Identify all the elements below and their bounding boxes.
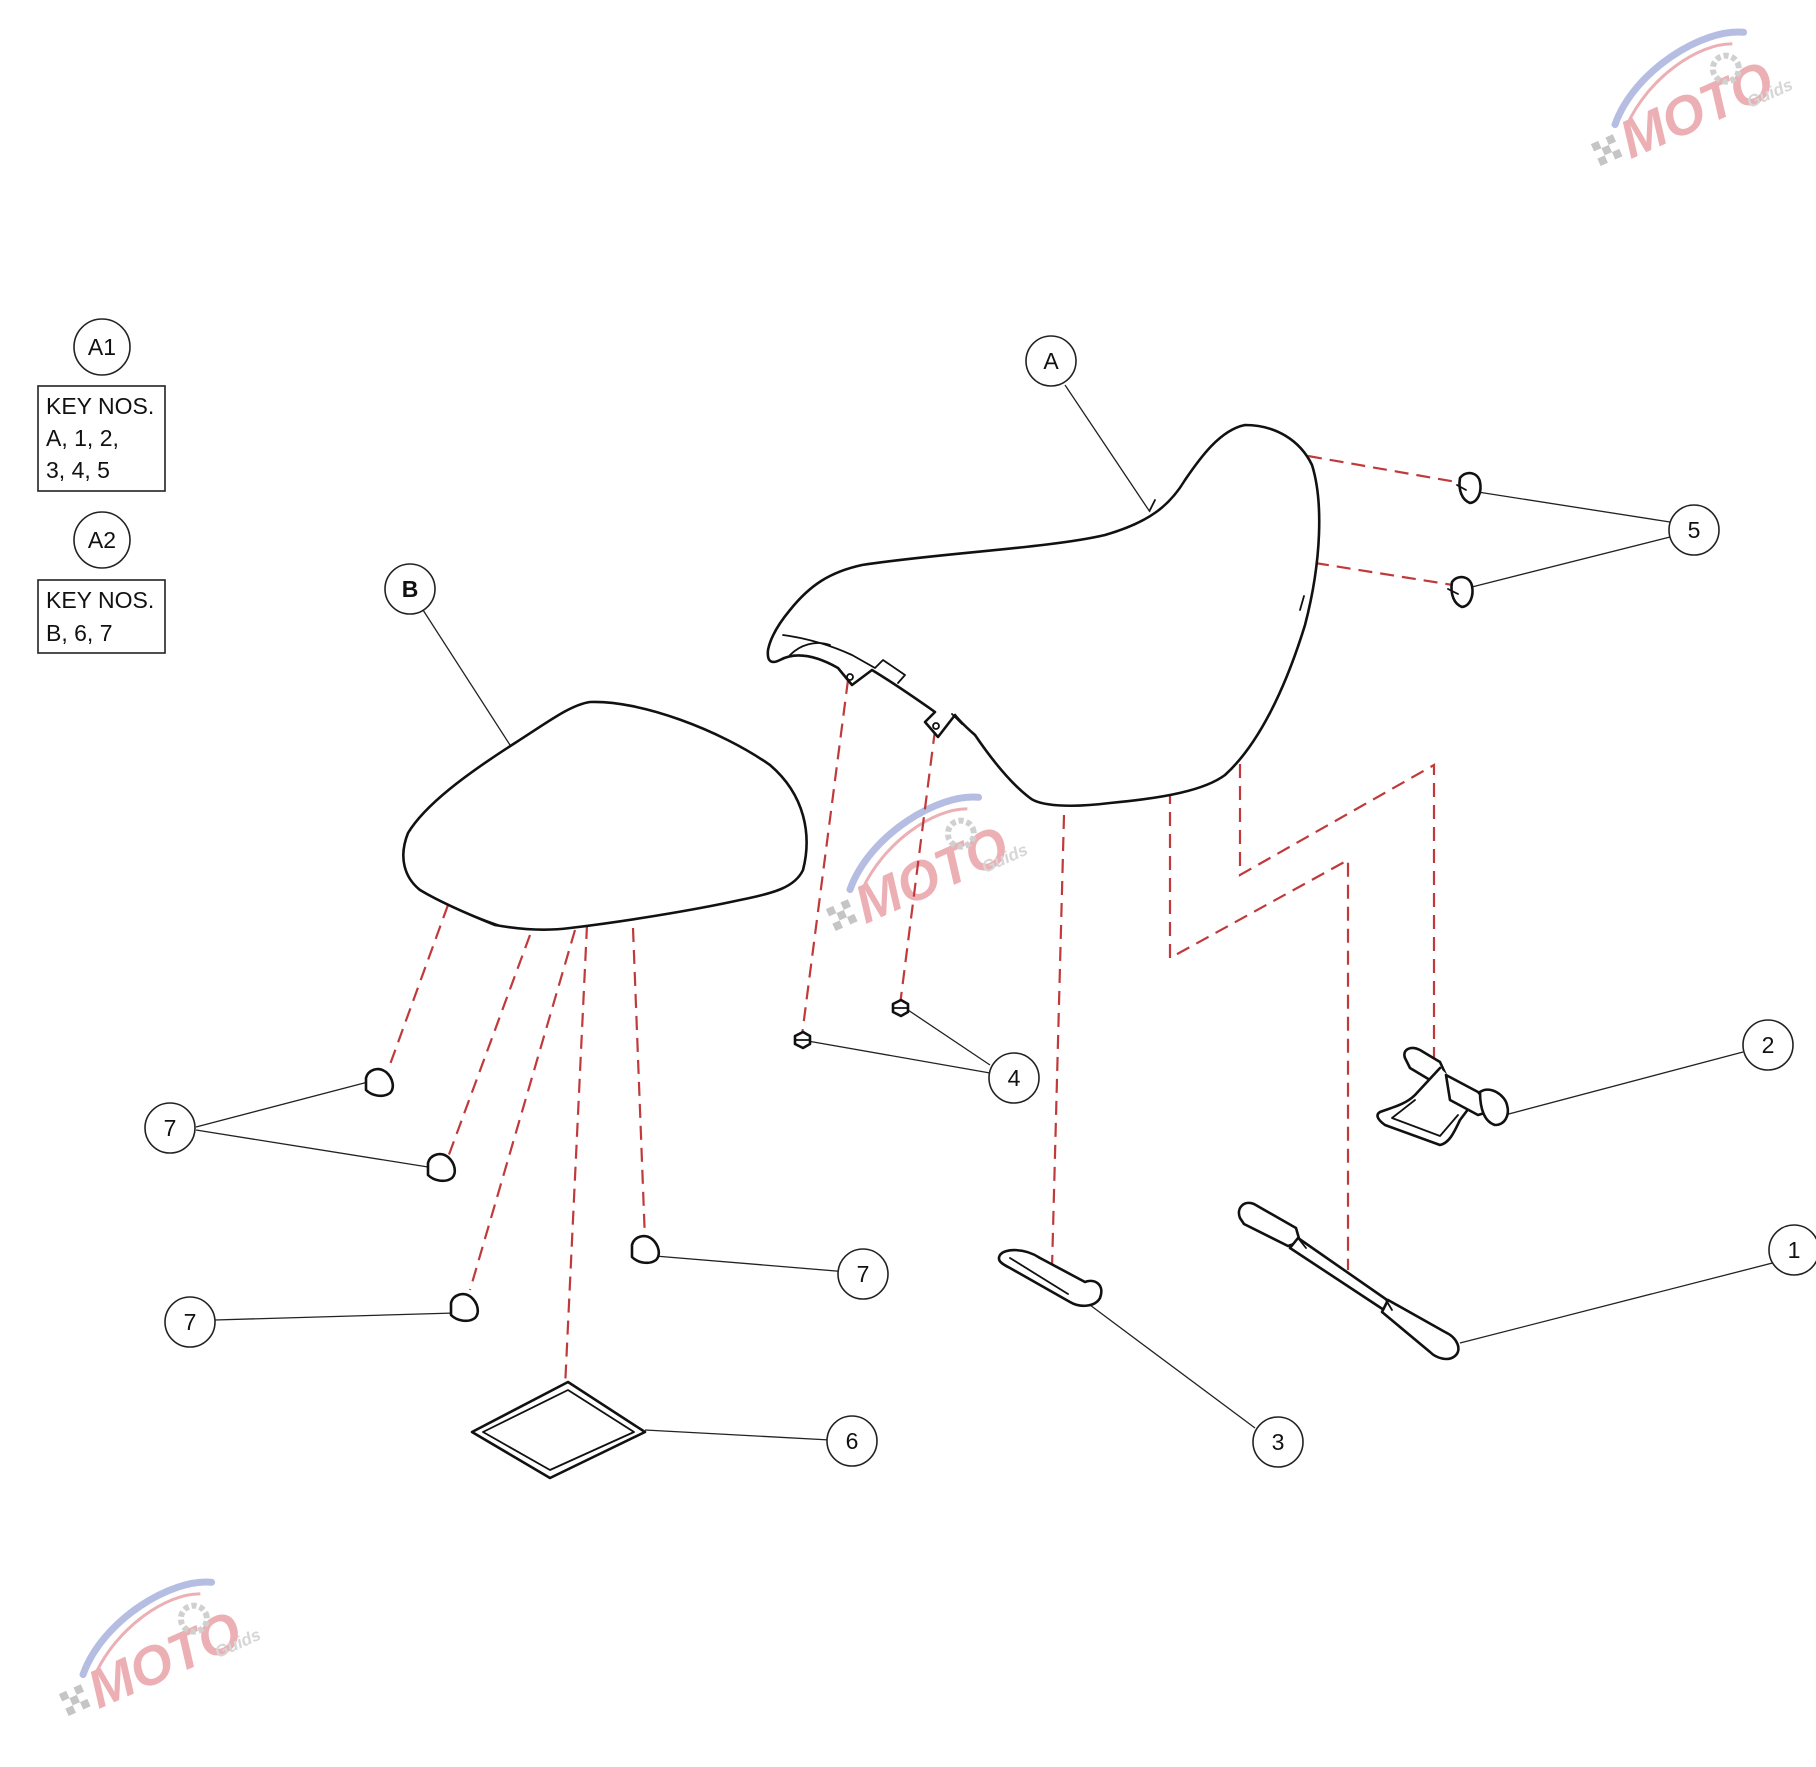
svg-text:7: 7 <box>857 1261 870 1287</box>
key-group-a2-circle <box>73 511 131 569</box>
key-group-a1-title: KEY NOS. <box>46 393 154 419</box>
callout-7-right: 7 <box>837 1248 889 1300</box>
callout-b: B <box>384 563 436 615</box>
watermark-gear-icon <box>944 817 977 850</box>
svg-text:6: 6 <box>846 1428 859 1454</box>
svg-text:2: 2 <box>1762 1032 1775 1058</box>
assembly-dashed-lines <box>386 454 1463 1431</box>
key-group-a2: A2 KEY NOS. B, 6, 7 <box>37 511 166 654</box>
bumper-7-b <box>426 1152 457 1183</box>
svg-text:A: A <box>1043 348 1059 374</box>
part-b-pillion-seat <box>402 700 808 931</box>
part-5-bumpers <box>1447 471 1482 609</box>
watermark-logo-text: MOTO <box>1611 50 1782 170</box>
key-group-a2-box <box>37 579 166 654</box>
callout-a: A <box>1025 335 1077 387</box>
part-4-nuts <box>793 998 910 1050</box>
part-a-rider-seat <box>766 423 1321 808</box>
callout-7-lower-left: 7 <box>164 1296 216 1348</box>
watermark-flag-icon <box>825 899 858 931</box>
nut-4-left <box>793 1030 812 1050</box>
key-group-a2-label: A2 <box>88 527 116 553</box>
svg-text:7: 7 <box>184 1309 197 1335</box>
key-group-a2-line-1: B, 6, 7 <box>46 620 112 646</box>
key-group-a1-line-1: A, 1, 2, <box>46 425 119 451</box>
svg-text:4: 4 <box>1008 1065 1021 1091</box>
key-group-a1-line-2: 3, 4, 5 <box>46 457 110 483</box>
part-3-strap <box>997 1248 1103 1308</box>
key-group-a1: A1 KEY NOS. A, 1, 2, 3, 4, 5 <box>37 318 166 492</box>
watermark-logo-text: MOTO <box>846 815 1017 935</box>
svg-text:7: 7 <box>164 1115 177 1141</box>
callout-2: 2 <box>1742 1019 1794 1071</box>
watermark-logo-text: MOTO <box>79 1600 250 1720</box>
watermark-gear-icon <box>1709 52 1742 85</box>
svg-text:3: 3 <box>1272 1429 1285 1455</box>
bumper-5-lower <box>1447 575 1474 609</box>
watermark-top-right: MOTO Guids <box>1590 28 1796 170</box>
key-group-a2-title: KEY NOS. <box>46 587 154 613</box>
part-2-bracket <box>1376 1046 1510 1147</box>
part-6-tray <box>470 1380 647 1480</box>
part-7-bumpers <box>364 1067 661 1323</box>
leader-lines <box>195 384 1797 1441</box>
part-1-rod <box>1237 1201 1460 1361</box>
nut-4-right <box>891 998 910 1018</box>
callout-3: 3 <box>1252 1416 1304 1468</box>
watermark-flag-icon <box>1590 134 1623 166</box>
bumper-7-c <box>449 1292 480 1323</box>
bumper-7-d <box>630 1234 661 1265</box>
svg-text:B: B <box>402 576 419 602</box>
svg-text:5: 5 <box>1688 517 1701 543</box>
callout-4: 4 <box>988 1052 1040 1104</box>
callout-6: 6 <box>826 1415 878 1467</box>
svg-text:1: 1 <box>1788 1237 1801 1263</box>
bumper-7-a <box>364 1067 395 1098</box>
watermark-bottom-left: MOTO Guids <box>58 1578 264 1720</box>
key-group-a1-box <box>37 385 166 492</box>
callout-1: 1 <box>1768 1224 1816 1276</box>
watermark-center: MOTO Guids <box>825 793 1031 935</box>
key-group-a1-label: A1 <box>88 334 116 360</box>
watermark-flag-icon <box>58 1684 91 1716</box>
key-group-a1-circle <box>73 318 131 376</box>
bumper-5-upper <box>1456 471 1482 505</box>
callout-5: 5 <box>1668 504 1720 556</box>
callout-7-upper-left: 7 <box>144 1102 196 1154</box>
watermark-gear-icon <box>177 1602 210 1635</box>
